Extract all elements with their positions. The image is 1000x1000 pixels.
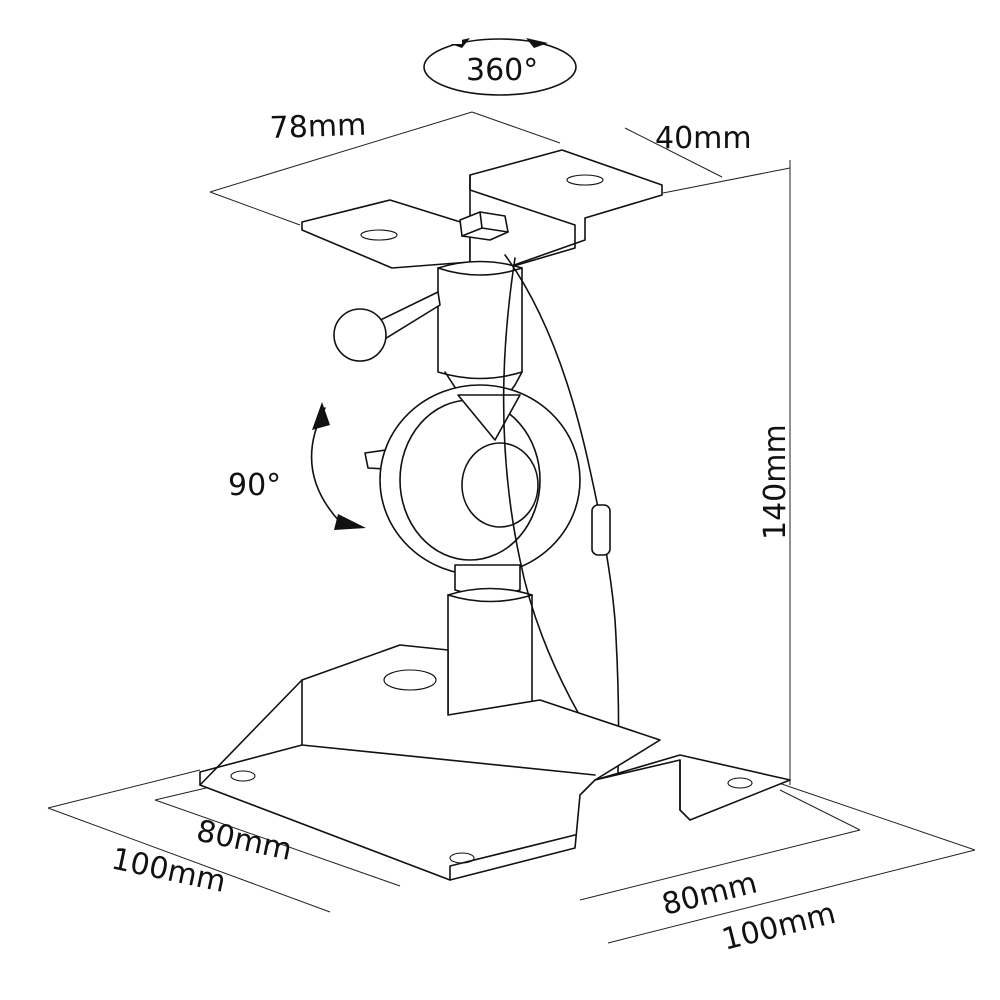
lock-knob xyxy=(333,308,387,362)
tilt-joint xyxy=(364,384,581,576)
rotation-360-indicator xyxy=(423,36,577,96)
mount-hole xyxy=(383,669,437,691)
mount-hole xyxy=(230,770,256,782)
label-90: 90° xyxy=(228,468,281,503)
arrow-right-icon xyxy=(526,38,548,48)
top-mounting-plate xyxy=(301,149,663,271)
arrow-up-icon xyxy=(312,402,330,430)
slot-hole xyxy=(360,229,398,241)
label-78mm: 78mm xyxy=(269,108,367,146)
base-plate xyxy=(199,644,791,881)
label-40mm: 40mm xyxy=(655,121,752,156)
safety-cable xyxy=(502,254,620,773)
dimension-lines xyxy=(47,111,976,944)
mount-hole xyxy=(449,852,475,864)
center-hub xyxy=(461,442,539,528)
tilt-90-indicator xyxy=(310,402,366,530)
arrow-down-icon xyxy=(334,514,366,530)
lower-post xyxy=(447,564,533,723)
label-right-80mm: 80mm xyxy=(658,865,760,922)
label-360: 360° xyxy=(466,53,538,88)
mount-hole xyxy=(727,777,753,789)
label-140mm: 140mm xyxy=(758,424,793,540)
slot-hole xyxy=(566,174,604,186)
upper-pivot xyxy=(333,260,523,406)
label-left-80mm: 80mm xyxy=(193,814,295,868)
cable-clamp xyxy=(591,504,611,556)
